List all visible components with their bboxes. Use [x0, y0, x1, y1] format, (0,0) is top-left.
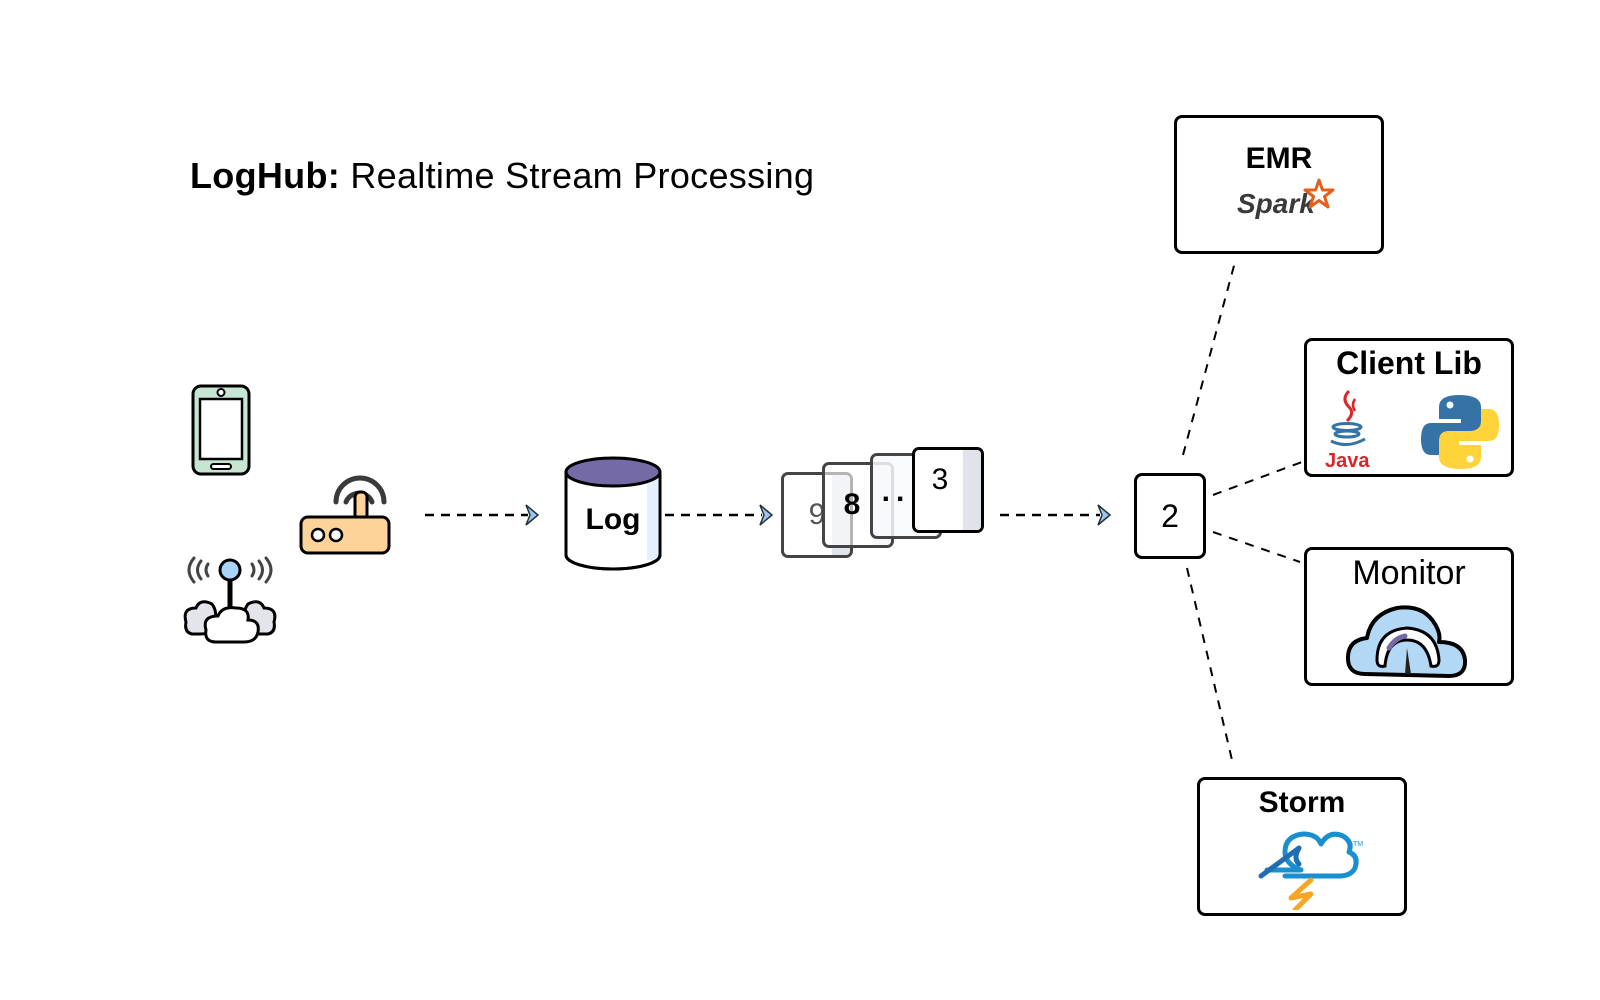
trademark-mark: TM — [1353, 841, 1363, 848]
diagram-title: LogHub: Realtime Stream Processing — [190, 155, 814, 197]
queue-card-label: 3 — [931, 463, 949, 496]
current-item-box: 2 — [1134, 473, 1206, 559]
iot-cloud-antenna-icon — [183, 556, 277, 644]
consumer-label: Storm — [1258, 786, 1346, 819]
queue-card-label: .. — [881, 475, 911, 508]
link-to-monitor — [1212, 531, 1301, 563]
wifi-router-icon — [299, 475, 391, 555]
link-to-client-lib — [1212, 461, 1303, 496]
log-label: Log — [585, 503, 641, 536]
queue-card-front: 3 — [912, 447, 984, 533]
consumer-label: Monitor — [1352, 554, 1466, 592]
consumer-emr: EMR Spark — [1174, 115, 1384, 254]
log-store: Log — [563, 455, 663, 575]
arrow-sources-to-log — [425, 504, 540, 526]
consumer-storm: Storm TM — [1197, 777, 1407, 916]
consumer-label: Client Lib — [1336, 345, 1482, 381]
arrowhead-icon — [1097, 504, 1112, 526]
java-icon: Java — [1325, 389, 1370, 471]
arrowhead-icon — [525, 504, 540, 526]
arrowhead-icon — [759, 504, 774, 526]
smartphone-icon — [191, 384, 251, 476]
consumer-label: EMR — [1245, 142, 1313, 175]
card-shade — [963, 450, 981, 530]
consumer-client-lib: Client Lib Java — [1304, 338, 1514, 477]
link-to-storm — [1186, 567, 1233, 761]
current-item-label: 2 — [1161, 497, 1179, 534]
java-logo-text: Java — [1325, 450, 1370, 471]
title-rest: Realtime Stream Processing — [340, 155, 815, 196]
arrow-log-to-queue — [665, 504, 774, 526]
queue-card-label: 8 — [843, 488, 861, 521]
storm-cloud-icon: TM — [1258, 831, 1363, 910]
python-icon — [1421, 395, 1499, 469]
title-bold: LogHub: — [190, 155, 341, 196]
link-to-emr — [1182, 261, 1236, 456]
spark-logo-text: Spark — [1237, 188, 1315, 219]
cloud-gauge-icon — [1345, 605, 1468, 678]
spark-star-icon — [1303, 178, 1335, 209]
arrow-queue-to-current — [1000, 504, 1112, 526]
queue-card-label: 9 — [808, 498, 826, 531]
consumer-monitor: Monitor — [1304, 547, 1514, 686]
database-cylinder-icon — [564, 456, 662, 571]
